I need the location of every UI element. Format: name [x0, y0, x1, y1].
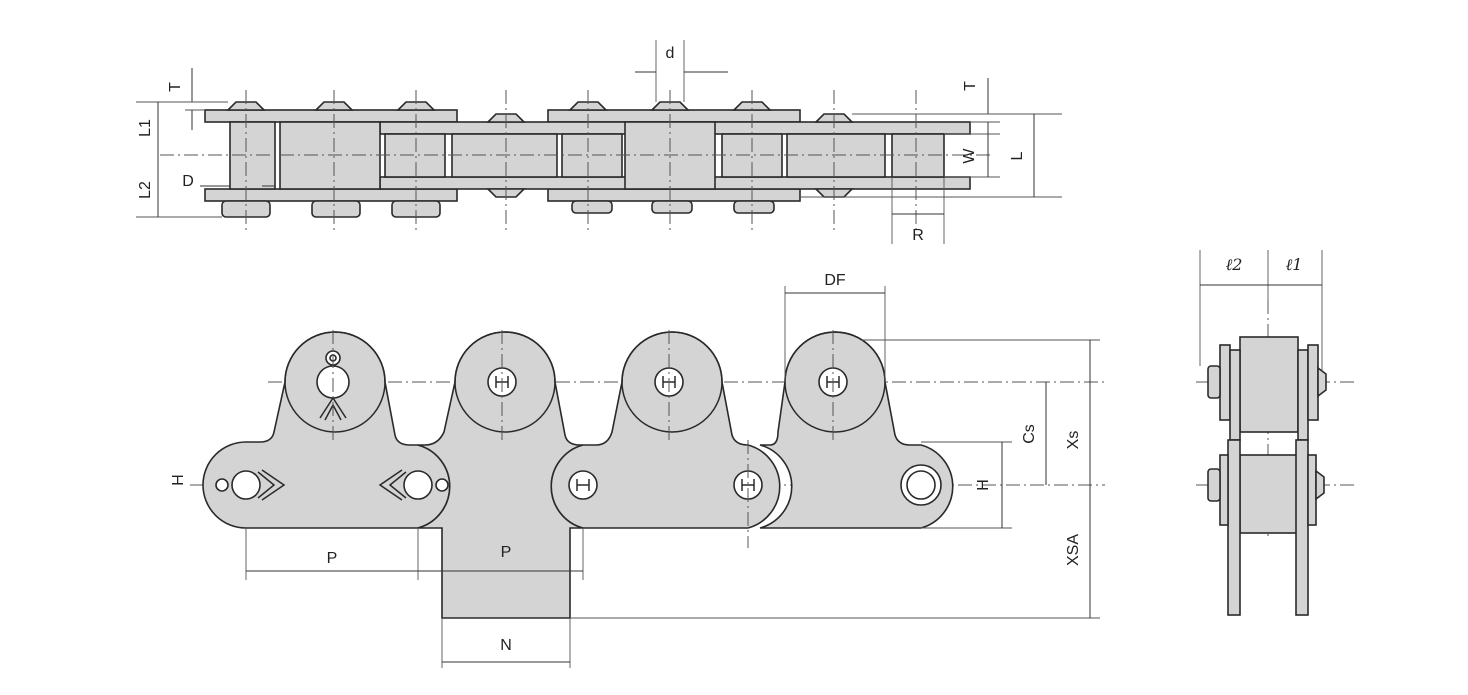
label-w: W [961, 148, 978, 164]
label-d-roller: D [182, 173, 194, 190]
end-roller-upper [1239, 336, 1299, 433]
label-n: N [500, 637, 512, 654]
label-t-right: T [962, 81, 979, 91]
end-leg-left [1227, 439, 1241, 616]
pin-heads-top [226, 101, 854, 123]
label-xsa: XSA [1065, 534, 1082, 566]
end-plate-left-inner [1229, 349, 1241, 441]
label-ell1: ℓ1 [1286, 255, 1303, 274]
end-plate-left-upper [1219, 344, 1231, 421]
label-d-pin: d [666, 45, 675, 62]
dim-l: L [800, 113, 1062, 198]
outer-plate-bottom-2 [547, 188, 801, 202]
end-plate-right-upper [1307, 344, 1319, 421]
end-pin-head-left-lower [1207, 468, 1221, 502]
dim-cs: Cs [1021, 382, 1047, 485]
label-h-left: H [168, 474, 185, 486]
end-roller-lower [1239, 454, 1299, 534]
dim-xsa: XSA [570, 485, 1100, 619]
outer-plate-top-1 [204, 109, 458, 123]
end-leg-right [1295, 439, 1309, 616]
end-plate-left-lower [1219, 454, 1229, 526]
label-h-right: H [975, 479, 992, 491]
dim-df: DF [784, 272, 886, 382]
top-view: T L1 L2 D d [136, 40, 1062, 244]
top-rollers [284, 331, 886, 433]
label-p-mid: P [501, 544, 512, 561]
outer-plate-top-2 [547, 109, 801, 123]
dim-r: R [891, 177, 945, 244]
label-xs: Xs [1065, 431, 1082, 450]
pin-heads-bottom [221, 188, 854, 218]
end-plate-right-lower [1307, 454, 1317, 526]
dim-d-pin: d [635, 40, 728, 102]
label-l: L [1009, 151, 1026, 160]
end-pin-head-right-upper [1317, 366, 1327, 398]
outer-plate-bottom-1 [204, 188, 458, 202]
label-df: DF [824, 272, 846, 289]
label-cs: Cs [1021, 424, 1038, 444]
end-pin-head-right-lower [1315, 469, 1325, 501]
label-t-left: T [167, 82, 184, 92]
label-r: R [912, 227, 924, 244]
dim-l1-l2: L1 L2 [136, 101, 228, 218]
label-l1: L1 [137, 119, 154, 137]
front-vertical-centerlines [332, 330, 834, 548]
label-ell2: ℓ2 [1226, 255, 1243, 274]
dim-d-roller: D [182, 173, 275, 190]
front-view: DF H H Cs Xs XSA [168, 272, 1105, 668]
dim-xs: Xs [862, 339, 1100, 485]
dim-n: N [441, 618, 571, 668]
dim-h-right: H [921, 441, 1012, 529]
label-p-left: P [327, 550, 338, 567]
dim-w: W [944, 133, 1000, 178]
end-plate-right-inner [1297, 349, 1309, 441]
end-pin-head-left-upper [1207, 365, 1221, 399]
end-view: ℓ2 ℓ1 [1196, 250, 1355, 616]
dim-p-left: P [245, 528, 419, 580]
label-l2: L2 [137, 181, 154, 199]
dim-p-mid: P [418, 528, 584, 580]
dim-ell: ℓ2 ℓ1 [1199, 250, 1323, 370]
